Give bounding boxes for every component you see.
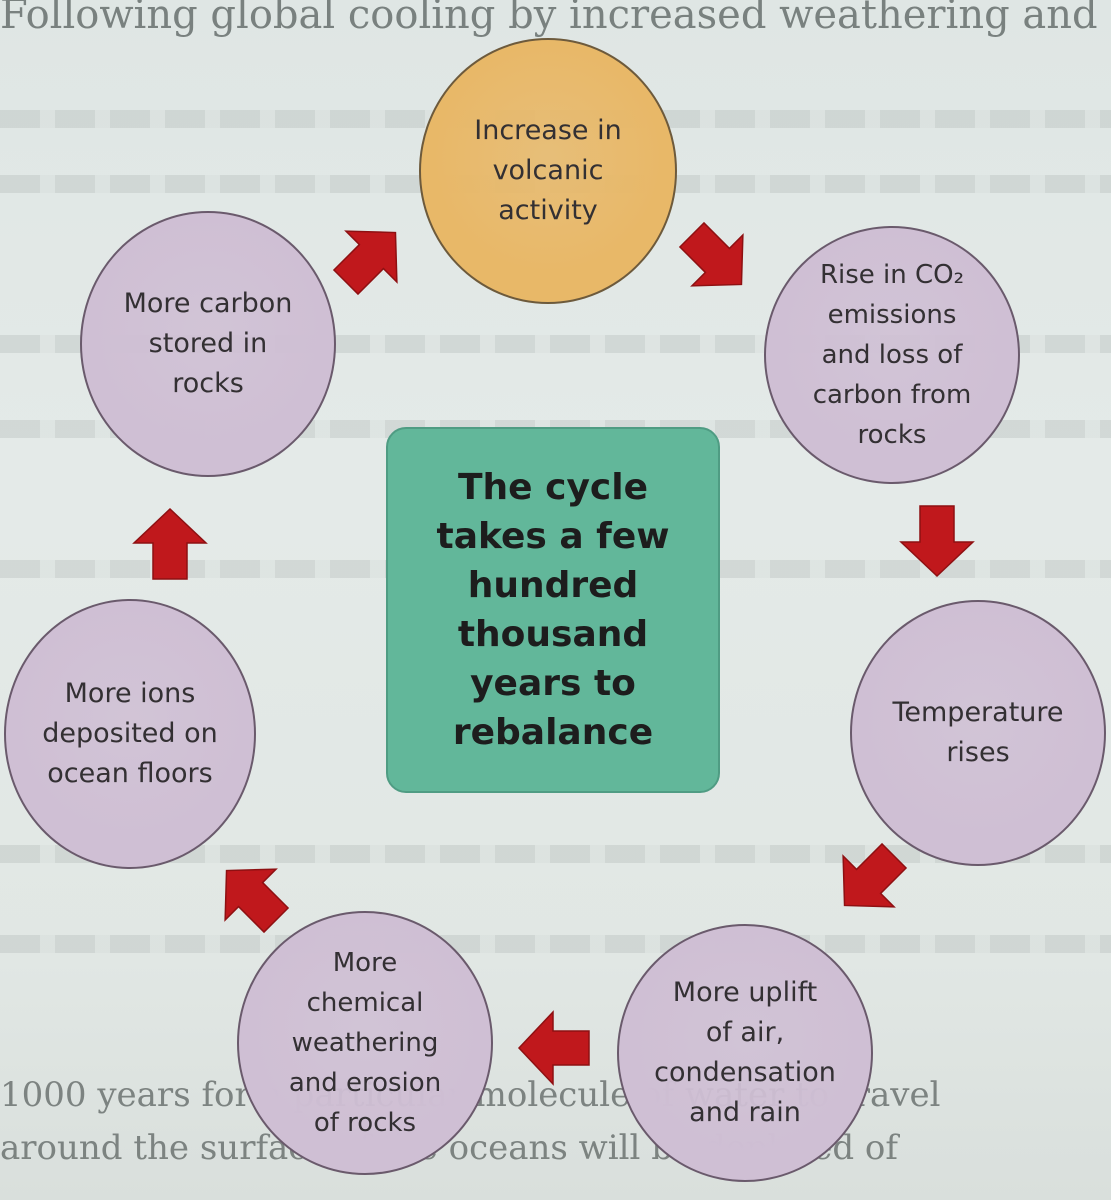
centre-label: The cycle takes a few hundred thousand y…: [436, 467, 670, 753]
arrow-co2-to-temperature: [899, 505, 975, 578]
node-label: Increase in volcanic activity: [474, 115, 622, 226]
red-block-arrow-icon: [224, 868, 290, 934]
node-label: More carbon stored in rocks: [123, 288, 293, 399]
red-block-arrow-icon: [899, 505, 975, 578]
node-label: More uplift of air, condensation and rai…: [654, 977, 836, 1128]
arrow-uplift-to-weathering: [517, 1010, 590, 1086]
arrow-weathering-to-ions: [224, 868, 290, 934]
arrow-carbon-to-volcanic: [332, 230, 398, 296]
red-block-arrow-icon: [842, 842, 908, 908]
arrow-ions-to-carbon: [132, 507, 208, 580]
node-temperature-rises: Temperature rises: [850, 600, 1106, 866]
background-line: [0, 845, 1111, 863]
node-chemical-weathering: More chemical weathering and erosion of …: [237, 911, 493, 1175]
node-label: Temperature rises: [892, 697, 1064, 768]
arrow-temperature-to-uplift: [842, 842, 908, 908]
node-co2-emissions: Rise in CO₂ emissions and loss of carbon…: [764, 226, 1020, 484]
node-label: Rise in CO₂ emissions and loss of carbon…: [812, 260, 972, 450]
node-carbon-stored: More carbon stored in rocks: [80, 211, 336, 477]
node-label: More chemical weathering and erosion of …: [288, 948, 442, 1138]
red-block-arrow-icon: [678, 221, 744, 287]
node-uplift-condensation-rain: More uplift of air, condensation and rai…: [617, 924, 873, 1182]
red-block-arrow-icon: [132, 507, 208, 580]
node-ions-deposited: More ions deposited on ocean floors: [4, 599, 256, 869]
arrow-volcanic-to-co2: [678, 221, 744, 287]
centre-box: The cycle takes a few hundred thousand y…: [386, 427, 720, 793]
background-text-top: Following global cooling by increased we…: [0, 0, 1098, 38]
red-block-arrow-icon: [332, 230, 398, 296]
node-volcanic-activity: Increase in volcanic activity: [419, 38, 677, 304]
node-label: More ions deposited on ocean floors: [42, 678, 218, 789]
red-block-arrow-icon: [517, 1010, 590, 1086]
